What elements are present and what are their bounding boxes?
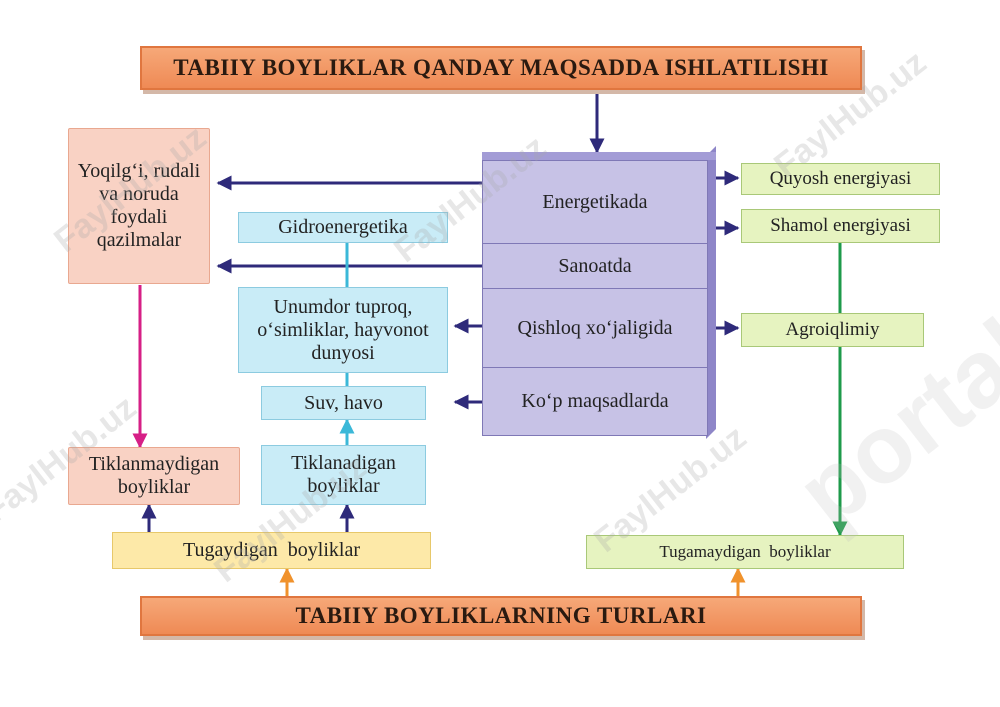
title-banner: TABIIY BOYLIKLAR QANDAY MAQSADDA ISHLATI…	[140, 46, 862, 90]
center-industry: Sanoatda	[482, 243, 708, 289]
wind-text: Shamol energiyasi	[770, 215, 911, 237]
fuels-text: Yoqilg‘i, rudali va noruda foydali qazil…	[77, 160, 201, 251]
solar-box: Quyosh energiyasi	[741, 163, 940, 195]
hydro-box: Gidroenergetika	[238, 212, 448, 243]
fuels-box: Yoqilg‘i, rudali va noruda foydali qazil…	[68, 128, 210, 284]
center-multipurpose-text: Ko‘p maqsadlarda	[521, 390, 669, 412]
center-multipurpose: Ko‘p maqsadlarda	[482, 367, 708, 436]
water-air-box: Suv, havo	[261, 386, 426, 420]
agroclimate-text: Agroiqlimiy	[785, 319, 880, 341]
renewable-box: Tiklanadigan boyliklar	[261, 445, 426, 505]
soil-box: Unumdor tuproq, o‘simliklar, hayvonot du…	[238, 287, 448, 373]
hydro-text: Gidroenergetika	[278, 216, 408, 238]
exhaustible-text: Tugaydigan boyliklar	[182, 539, 361, 561]
non-renewable-box: Tiklanmaydigan boyliklar	[68, 447, 240, 505]
renewable-text: Tiklanadigan boyliklar	[291, 452, 396, 497]
center-block-depth-top	[482, 152, 716, 160]
wind-box: Shamol energiyasi	[741, 209, 940, 243]
center-agriculture-text: Qishloq xo‘jaligida	[517, 316, 673, 339]
water-air-text: Suv, havo	[304, 391, 383, 414]
inexhaustible-box: Tugamaydigan boyliklar	[586, 535, 904, 569]
inexhaustible-text: Tugamaydigan boyliklar	[659, 542, 831, 562]
agroclimate-box: Agroiqlimiy	[741, 313, 924, 347]
solar-text: Quyosh energiyasi	[769, 168, 912, 190]
center-agriculture: Qishloq xo‘jaligida	[482, 288, 708, 368]
bottom-title-text: TABIIY BOYLIKLARNING TURLARI	[295, 602, 707, 628]
non-renewable-text: Tiklanmaydigan boyliklar	[88, 453, 220, 498]
title-text: TABIIY BOYLIKLAR QANDAY MAQSADDA ISHLATI…	[173, 54, 829, 80]
center-energy: Energetikada	[482, 160, 708, 244]
center-energy-text: Energetikada	[542, 190, 648, 213]
soil-text: Unumdor tuproq, o‘simliklar, hayvonot du…	[257, 295, 429, 364]
center-industry-text: Sanoatda	[558, 254, 632, 277]
bottom-title-banner: TABIIY BOYLIKLARNING TURLARI	[140, 596, 862, 636]
exhaustible-box: Tugaydigan boyliklar	[112, 532, 431, 569]
